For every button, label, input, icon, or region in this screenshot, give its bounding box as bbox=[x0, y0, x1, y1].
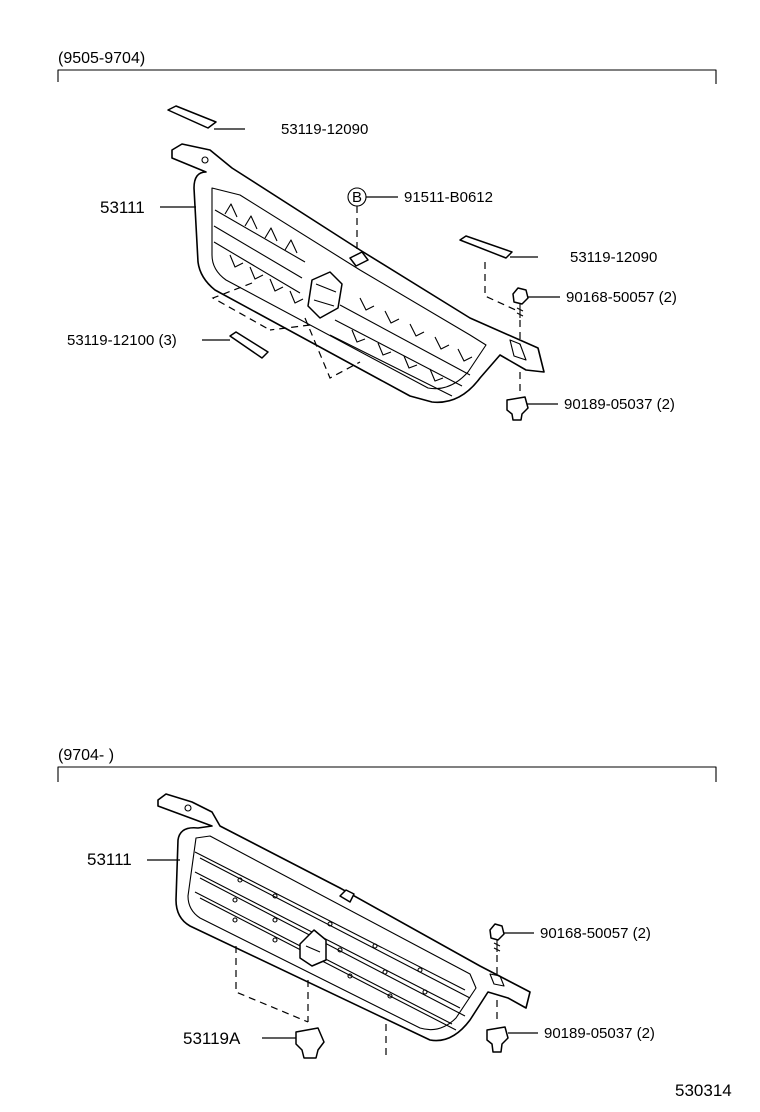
section-1: (9505-9704) 53119-1 bbox=[57, 50, 717, 421]
section-1-bracket bbox=[57, 69, 717, 84]
section-2: (9704- ) bbox=[57, 747, 717, 1060]
screw-icon bbox=[512, 287, 529, 318]
label-emblem-lower: 53119-12100 (3) bbox=[67, 332, 177, 349]
label-clip-upper: 90189-05037 (2) bbox=[564, 396, 675, 413]
emblem-piece-upper-left bbox=[167, 105, 217, 129]
retainer-icon bbox=[295, 1027, 325, 1059]
section-1-range: (9505-9704) bbox=[58, 50, 145, 67]
section-2-bracket bbox=[57, 766, 717, 782]
label-bolt-b-marker: B bbox=[352, 189, 362, 206]
label-grille-upper: 53111 bbox=[100, 198, 145, 217]
clip-icon bbox=[506, 396, 529, 421]
label-bolt-b: 91511-B0612 bbox=[404, 189, 493, 206]
diagram-id: 530314 bbox=[675, 1081, 732, 1100]
screw-lower-icon bbox=[489, 923, 505, 952]
label-clip-lower: 90189-05037 (2) bbox=[544, 1025, 655, 1042]
emblem-piece-lower bbox=[229, 331, 269, 359]
grille-upper bbox=[171, 143, 545, 404]
label-screw-upper: 90168-50057 (2) bbox=[566, 289, 677, 306]
label-screw-lower: 90168-50057 (2) bbox=[540, 925, 651, 942]
label-emblem-upper-right: 53119-12090 bbox=[570, 249, 657, 266]
label-grille-lower: 53111 bbox=[87, 850, 132, 869]
label-emblem-upper-left: 53119-12090 bbox=[281, 121, 368, 138]
section-2-range: (9704- ) bbox=[58, 747, 114, 764]
label-retainer: 53119A bbox=[183, 1029, 241, 1048]
clip-lower-icon bbox=[486, 1026, 509, 1053]
grille-lower bbox=[157, 793, 531, 1042]
emblem-piece-upper-right bbox=[459, 235, 513, 259]
